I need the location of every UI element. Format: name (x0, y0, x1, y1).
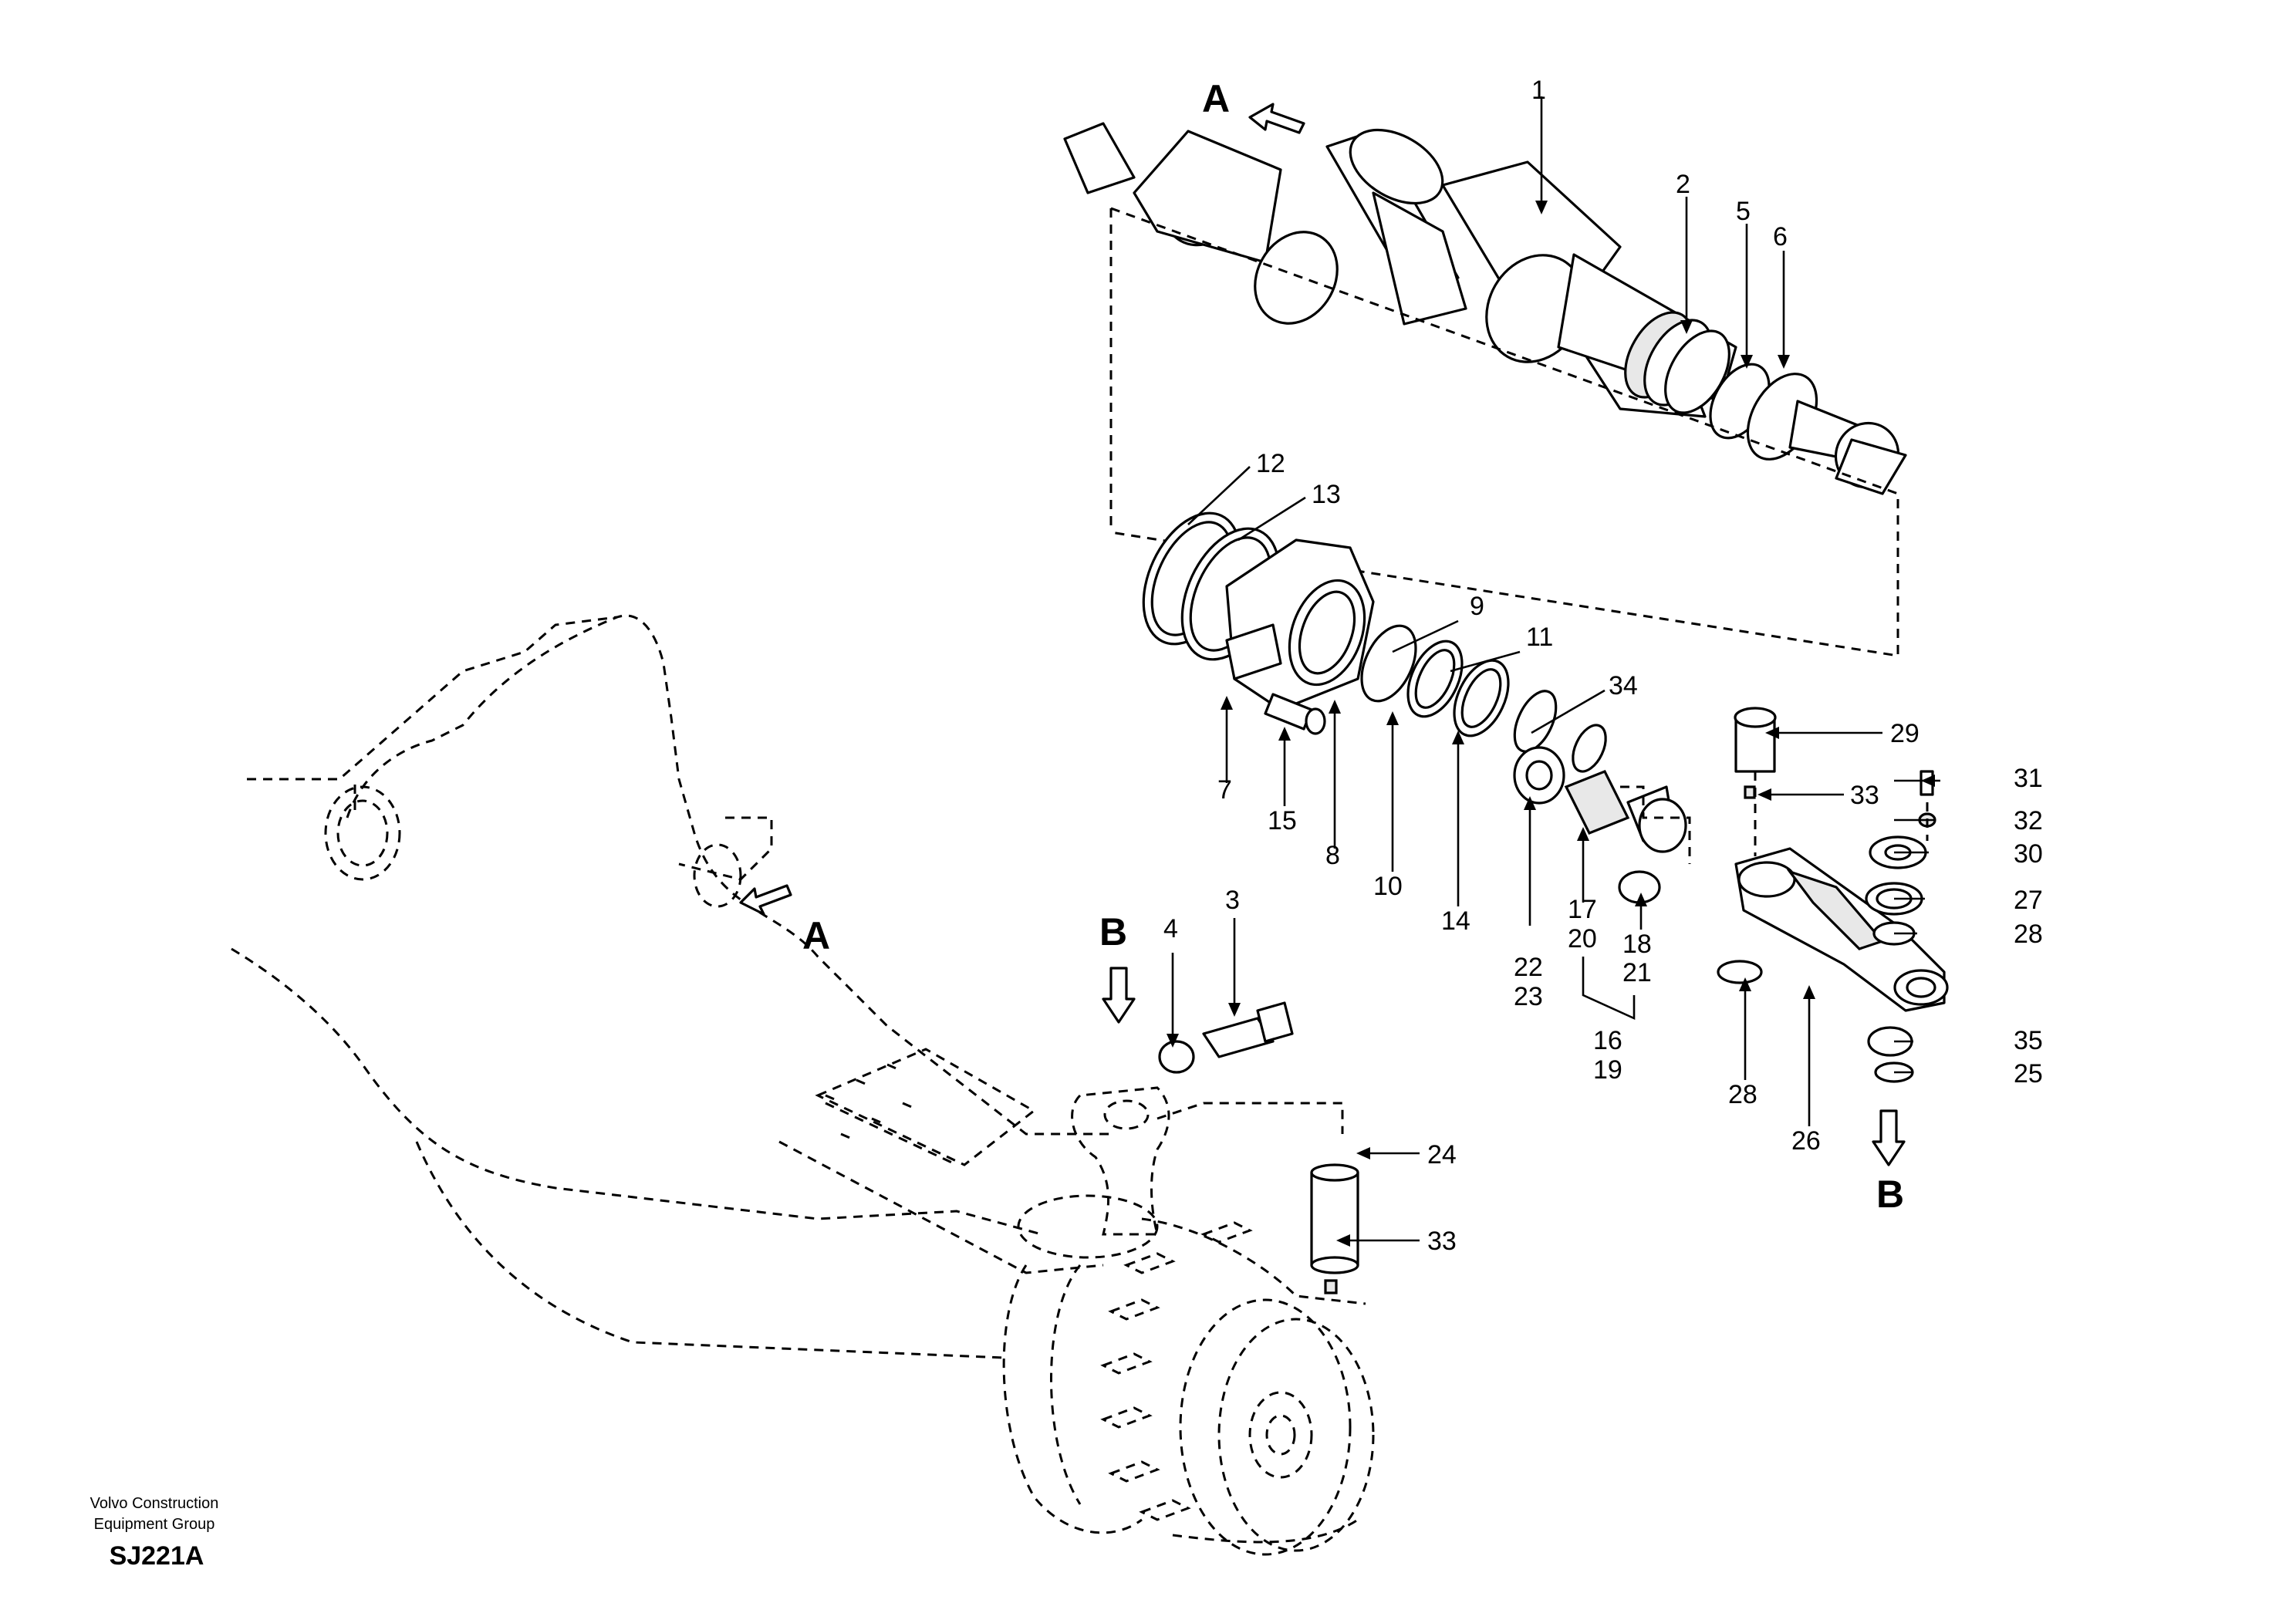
callout-10: 10 (1373, 872, 1403, 901)
callout-31: 31 (2014, 764, 2043, 793)
assembly-bracket (1109, 207, 1899, 657)
callout-13: 13 (1312, 480, 1341, 509)
callout-34: 34 (1609, 671, 1638, 700)
callout-35: 35 (2014, 1026, 2043, 1055)
knuckle-hardware (1158, 1001, 1359, 1294)
callout-22: 22 (1514, 953, 1543, 982)
axle-housing-outline (231, 614, 1111, 1359)
callouts: 1 2 5 6 12 13 9 11 34 7 15 8 10 14 22 23… (1163, 76, 2043, 1256)
steering-cylinder (1063, 122, 1907, 495)
callout-11: 11 (1526, 623, 1553, 652)
callout-33-bottom: 33 (1427, 1227, 1457, 1256)
callout-24: 24 (1427, 1140, 1457, 1169)
callout-33-top: 33 (1850, 781, 1879, 810)
callout-27: 27 (2014, 886, 2043, 915)
callout-1: 1 (1531, 76, 1546, 105)
callout-20: 20 (1568, 924, 1597, 953)
rod-end (1513, 746, 1691, 904)
view-label-b-left: B (1099, 910, 1127, 953)
callout-18: 18 (1622, 930, 1652, 959)
callout-16: 16 (1593, 1026, 1622, 1055)
view-label-a-axle: A (802, 914, 830, 957)
company-name-line1: Volvo Construction (90, 1495, 219, 1512)
drawing-code: SJ221A (110, 1541, 204, 1571)
callout-28-right: 28 (2014, 920, 2043, 949)
company-name-line2: Equipment Group (94, 1516, 215, 1533)
flange-and-seals (1142, 511, 1607, 773)
view-label-a-top: A (1202, 77, 1230, 120)
callout-3: 3 (1225, 886, 1240, 915)
leader-arrowheads (1167, 201, 1935, 1247)
callout-25: 25 (2014, 1059, 2043, 1088)
callout-8: 8 (1325, 841, 1340, 870)
callout-14: 14 (1441, 906, 1470, 936)
callout-6: 6 (1773, 222, 1788, 251)
view-label-b-right: B (1876, 1173, 1904, 1216)
callout-2: 2 (1676, 170, 1690, 199)
callout-26: 26 (1791, 1126, 1821, 1156)
callout-21: 21 (1622, 958, 1652, 987)
callout-19: 19 (1593, 1055, 1622, 1085)
steering-arm-parts (1717, 707, 1949, 1083)
callout-12: 12 (1256, 449, 1285, 478)
callout-30: 30 (2014, 839, 2043, 869)
callout-4: 4 (1163, 914, 1178, 943)
callout-15: 15 (1268, 806, 1297, 835)
callout-17: 17 (1568, 895, 1597, 924)
callout-7: 7 (1217, 775, 1232, 805)
hub-knuckle-outline (1002, 1086, 1375, 1556)
callout-32: 32 (2014, 806, 2043, 835)
callout-9: 9 (1470, 592, 1484, 621)
view-arrows (739, 103, 1906, 1166)
callout-29: 29 (1890, 719, 1920, 748)
callout-28-left: 28 (1728, 1080, 1757, 1109)
callout-23: 23 (1514, 982, 1543, 1011)
callout-5: 5 (1736, 197, 1751, 226)
leader-lines (1171, 96, 1940, 1242)
